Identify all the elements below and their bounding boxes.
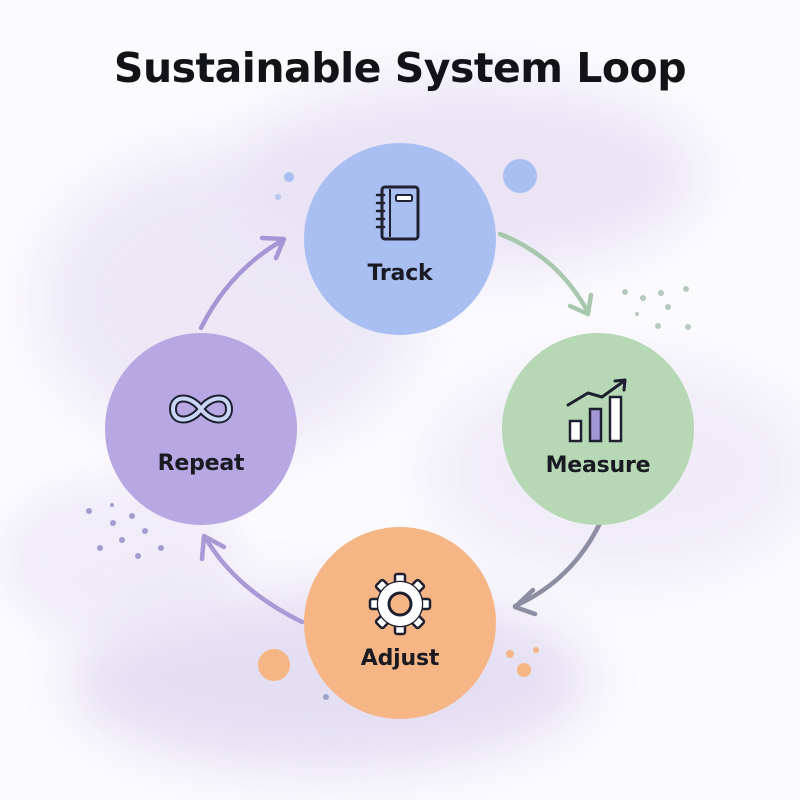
diagram-title: Sustainable System Loop <box>113 44 687 92</box>
node-track: Track <box>304 143 496 335</box>
decor-dot-cluster-left <box>86 503 164 559</box>
arrow-measure-to-adjust-head <box>512 587 538 617</box>
decor-dot <box>503 159 537 193</box>
bar-chart-growth-icon <box>566 378 627 442</box>
decor-dot <box>506 650 514 658</box>
node-label-repeat: Repeat <box>157 450 245 476</box>
decor-dot <box>533 647 539 653</box>
node-label-measure: Measure <box>545 452 651 478</box>
node-repeat: Repeat <box>105 333 297 525</box>
decor-dot <box>284 172 294 182</box>
arrow-track-to-measure-head <box>567 292 594 317</box>
infinity-icon <box>169 394 233 423</box>
node-adjust: Adjust <box>304 527 496 719</box>
notebook-icon <box>375 185 420 240</box>
arrow-track-to-measure <box>497 231 591 315</box>
decor-dot-cluster-right <box>622 286 691 330</box>
gear-icon <box>368 572 432 635</box>
decor-dot <box>517 663 531 677</box>
arrow-adjust-to-repeat <box>202 534 305 625</box>
decor-dot <box>275 194 281 200</box>
arrow-repeat-to-track <box>198 237 286 331</box>
node-label-adjust: Adjust <box>360 645 440 671</box>
node-measure: Measure <box>502 333 694 525</box>
arrow-adjust-to-repeat-head <box>199 533 227 562</box>
decor-dot <box>258 649 290 681</box>
decor-dot <box>323 694 329 700</box>
arrow-repeat-to-track-head <box>259 235 287 261</box>
arrow-measure-to-adjust <box>512 520 603 609</box>
node-label-track: Track <box>367 260 433 286</box>
